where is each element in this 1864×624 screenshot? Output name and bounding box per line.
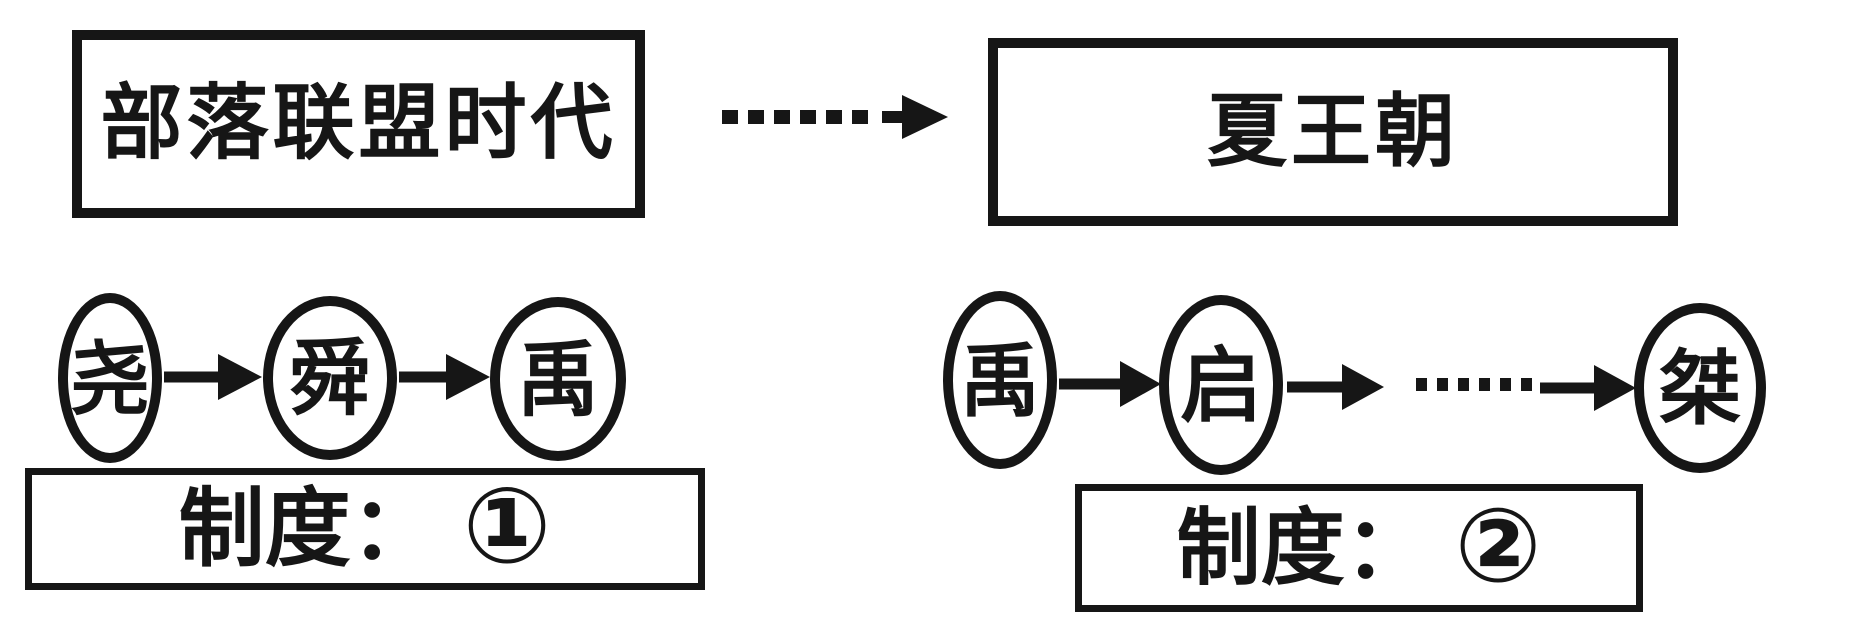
ellipsis-dots-icon	[1416, 378, 1532, 391]
era-box-xia-dynasty: 夏王朝	[988, 38, 1678, 226]
system-box-2-prefix: 制度：	[1176, 501, 1429, 595]
arrow-shun-to-yu-icon	[399, 354, 490, 400]
dashed-arrow-tribal-to-xia-icon	[722, 95, 948, 139]
era-box-xia-dynasty-label: 夏王朝	[1207, 87, 1459, 176]
leader-jie-label: 桀	[1658, 344, 1741, 435]
system-box-1-prefix: 制度：	[178, 481, 437, 577]
era-box-tribal-alliance-label: 部落联盟时代	[100, 78, 617, 169]
leader-qi-label: 启	[1179, 341, 1262, 432]
leader-circle-qi: 启	[1159, 295, 1283, 475]
leader-circle-jie: 桀	[1634, 303, 1766, 473]
system-box-2-number: ②	[1454, 487, 1542, 603]
leader-circle-yao: 尧	[58, 293, 162, 463]
leader-yao-label: 尧	[70, 335, 150, 424]
arrow-yao-to-shun-icon	[164, 354, 262, 400]
leader-circle-yu-xia: 禹	[943, 291, 1057, 469]
arrow-ellipsis-to-jie-icon	[1540, 365, 1636, 411]
system-box-1: 制度： ①	[25, 468, 705, 590]
system-box-1-number: ①	[462, 467, 552, 585]
leader-circle-yu: 禹	[490, 297, 626, 461]
leader-shun-label: 舜	[288, 334, 371, 425]
leader-circle-shun: 舜	[263, 296, 397, 460]
system-box-2: 制度： ②	[1075, 484, 1643, 612]
leader-yu-xia-label: 禹	[960, 337, 1040, 426]
arrow-yu-to-qi-icon	[1059, 361, 1161, 407]
era-box-tribal-alliance: 部落联盟时代	[72, 30, 645, 218]
arrow-qi-to-ellipsis-icon	[1287, 364, 1384, 410]
leader-yu-label: 禹	[516, 335, 599, 426]
